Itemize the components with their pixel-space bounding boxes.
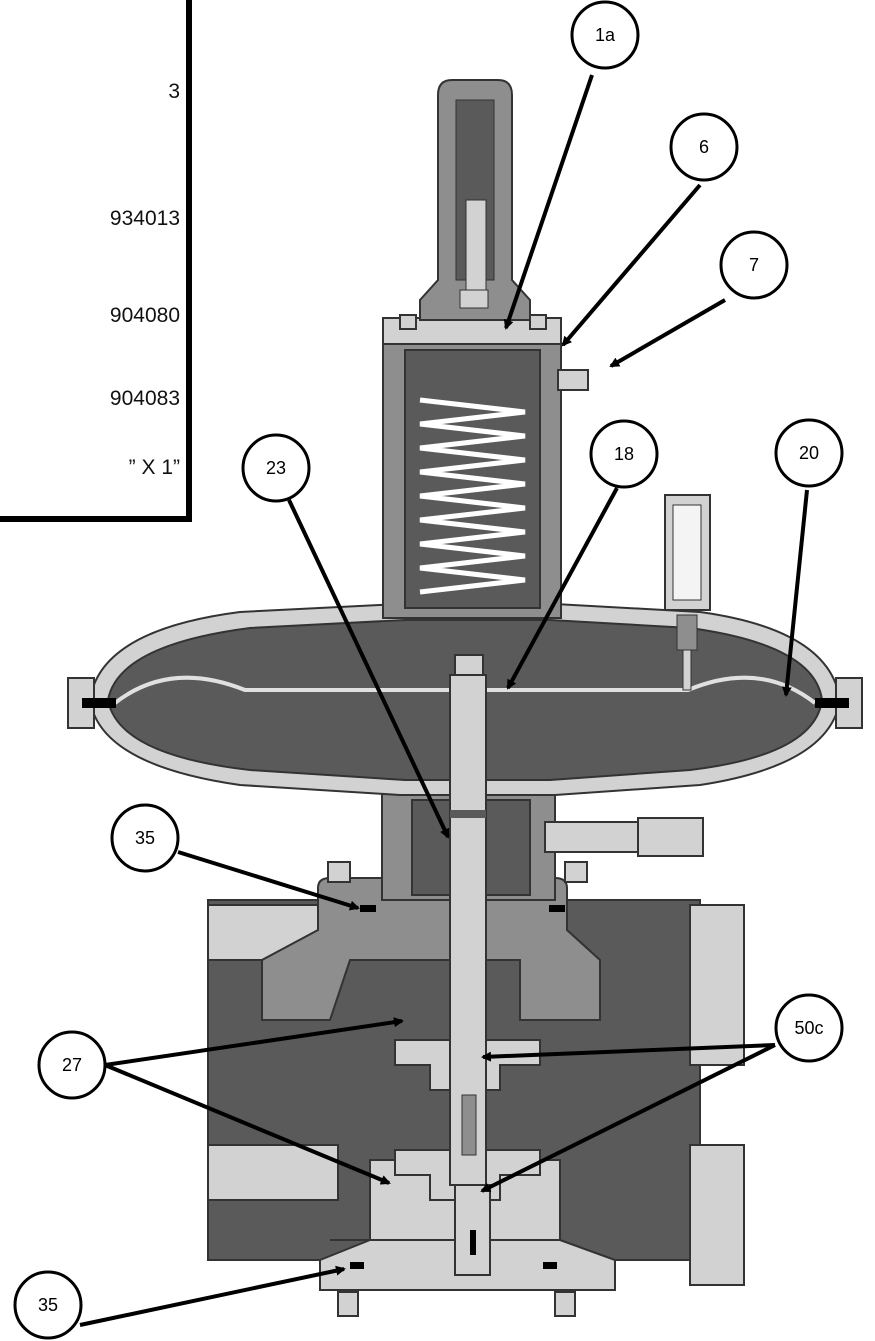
svg-text:27: 27 xyxy=(62,1055,82,1075)
spring-bonnet xyxy=(382,79,589,676)
neck-housing xyxy=(381,789,704,901)
legend-line-3: 904080 xyxy=(109,304,180,327)
pressure-gauge xyxy=(664,494,711,691)
callout-leaders xyxy=(79,74,809,1327)
callout-18: 18 xyxy=(589,419,659,489)
callout-7: 7 xyxy=(719,230,789,300)
callout-50c: 50c xyxy=(774,993,844,1063)
legend-line-4: 904083 xyxy=(109,387,180,410)
callout-35-bottom: 35 xyxy=(13,1270,83,1340)
svg-text:18: 18 xyxy=(614,444,634,464)
stem-groove xyxy=(450,810,486,818)
svg-text:35: 35 xyxy=(135,828,155,848)
legend-line-2: 934013 xyxy=(109,207,180,230)
callout-23: 23 xyxy=(241,433,311,503)
svg-text:20: 20 xyxy=(799,443,819,463)
legend-line-1: 3 xyxy=(168,80,180,103)
svg-text:1a: 1a xyxy=(595,25,616,45)
callout-6: 6 xyxy=(669,112,739,182)
svg-text:23: 23 xyxy=(266,458,286,478)
svg-text:6: 6 xyxy=(699,137,709,157)
callout-1a: 1a xyxy=(570,0,640,70)
callout-27: 27 xyxy=(37,1030,107,1100)
svg-text:35: 35 xyxy=(38,1295,58,1315)
callout-20: 20 xyxy=(774,418,844,488)
svg-text:50c: 50c xyxy=(794,1018,823,1038)
svg-text:7: 7 xyxy=(749,255,759,275)
callout-35-top: 35 xyxy=(110,803,180,873)
stem-spring xyxy=(461,1094,477,1156)
legend-line-5: ” X 1” xyxy=(128,456,180,479)
parts-legend-box: 3 934013 904080 904083 ” X 1” xyxy=(0,0,192,522)
